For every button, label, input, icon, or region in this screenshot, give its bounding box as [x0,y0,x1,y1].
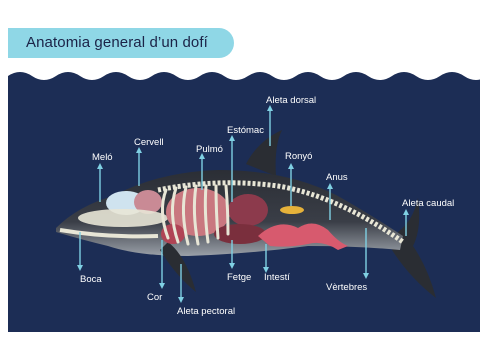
label-melo: Meló [92,152,113,163]
label-cervell: Cervell [134,137,164,148]
skull [78,209,168,227]
label-fetge: Fetge [227,272,251,283]
label-anus: Anus [326,172,348,183]
label-aleta-dorsal: Aleta dorsal [266,95,316,106]
liver [214,224,266,244]
title-banner: Anatomia general d’un dofí [8,28,234,58]
stomach [228,194,268,226]
label-estomac: Estómac [227,125,264,136]
label-pulmo: Pulmó [196,144,223,155]
kidney [280,206,304,214]
label-cor: Cor [147,292,162,303]
label-intesti: Intestí [264,272,290,283]
infographic-frame: Anatomia general d’un dofí [8,6,480,332]
label-vertebres: Vèrtebres [326,282,367,293]
page-title: Anatomia general d’un dofí [26,34,208,51]
label-ronyo: Ronyó [285,151,312,162]
label-boca: Boca [80,274,102,285]
label-aleta-caudal: Aleta caudal [402,198,454,209]
label-aleta-pectoral: Aleta pectoral [177,306,235,317]
